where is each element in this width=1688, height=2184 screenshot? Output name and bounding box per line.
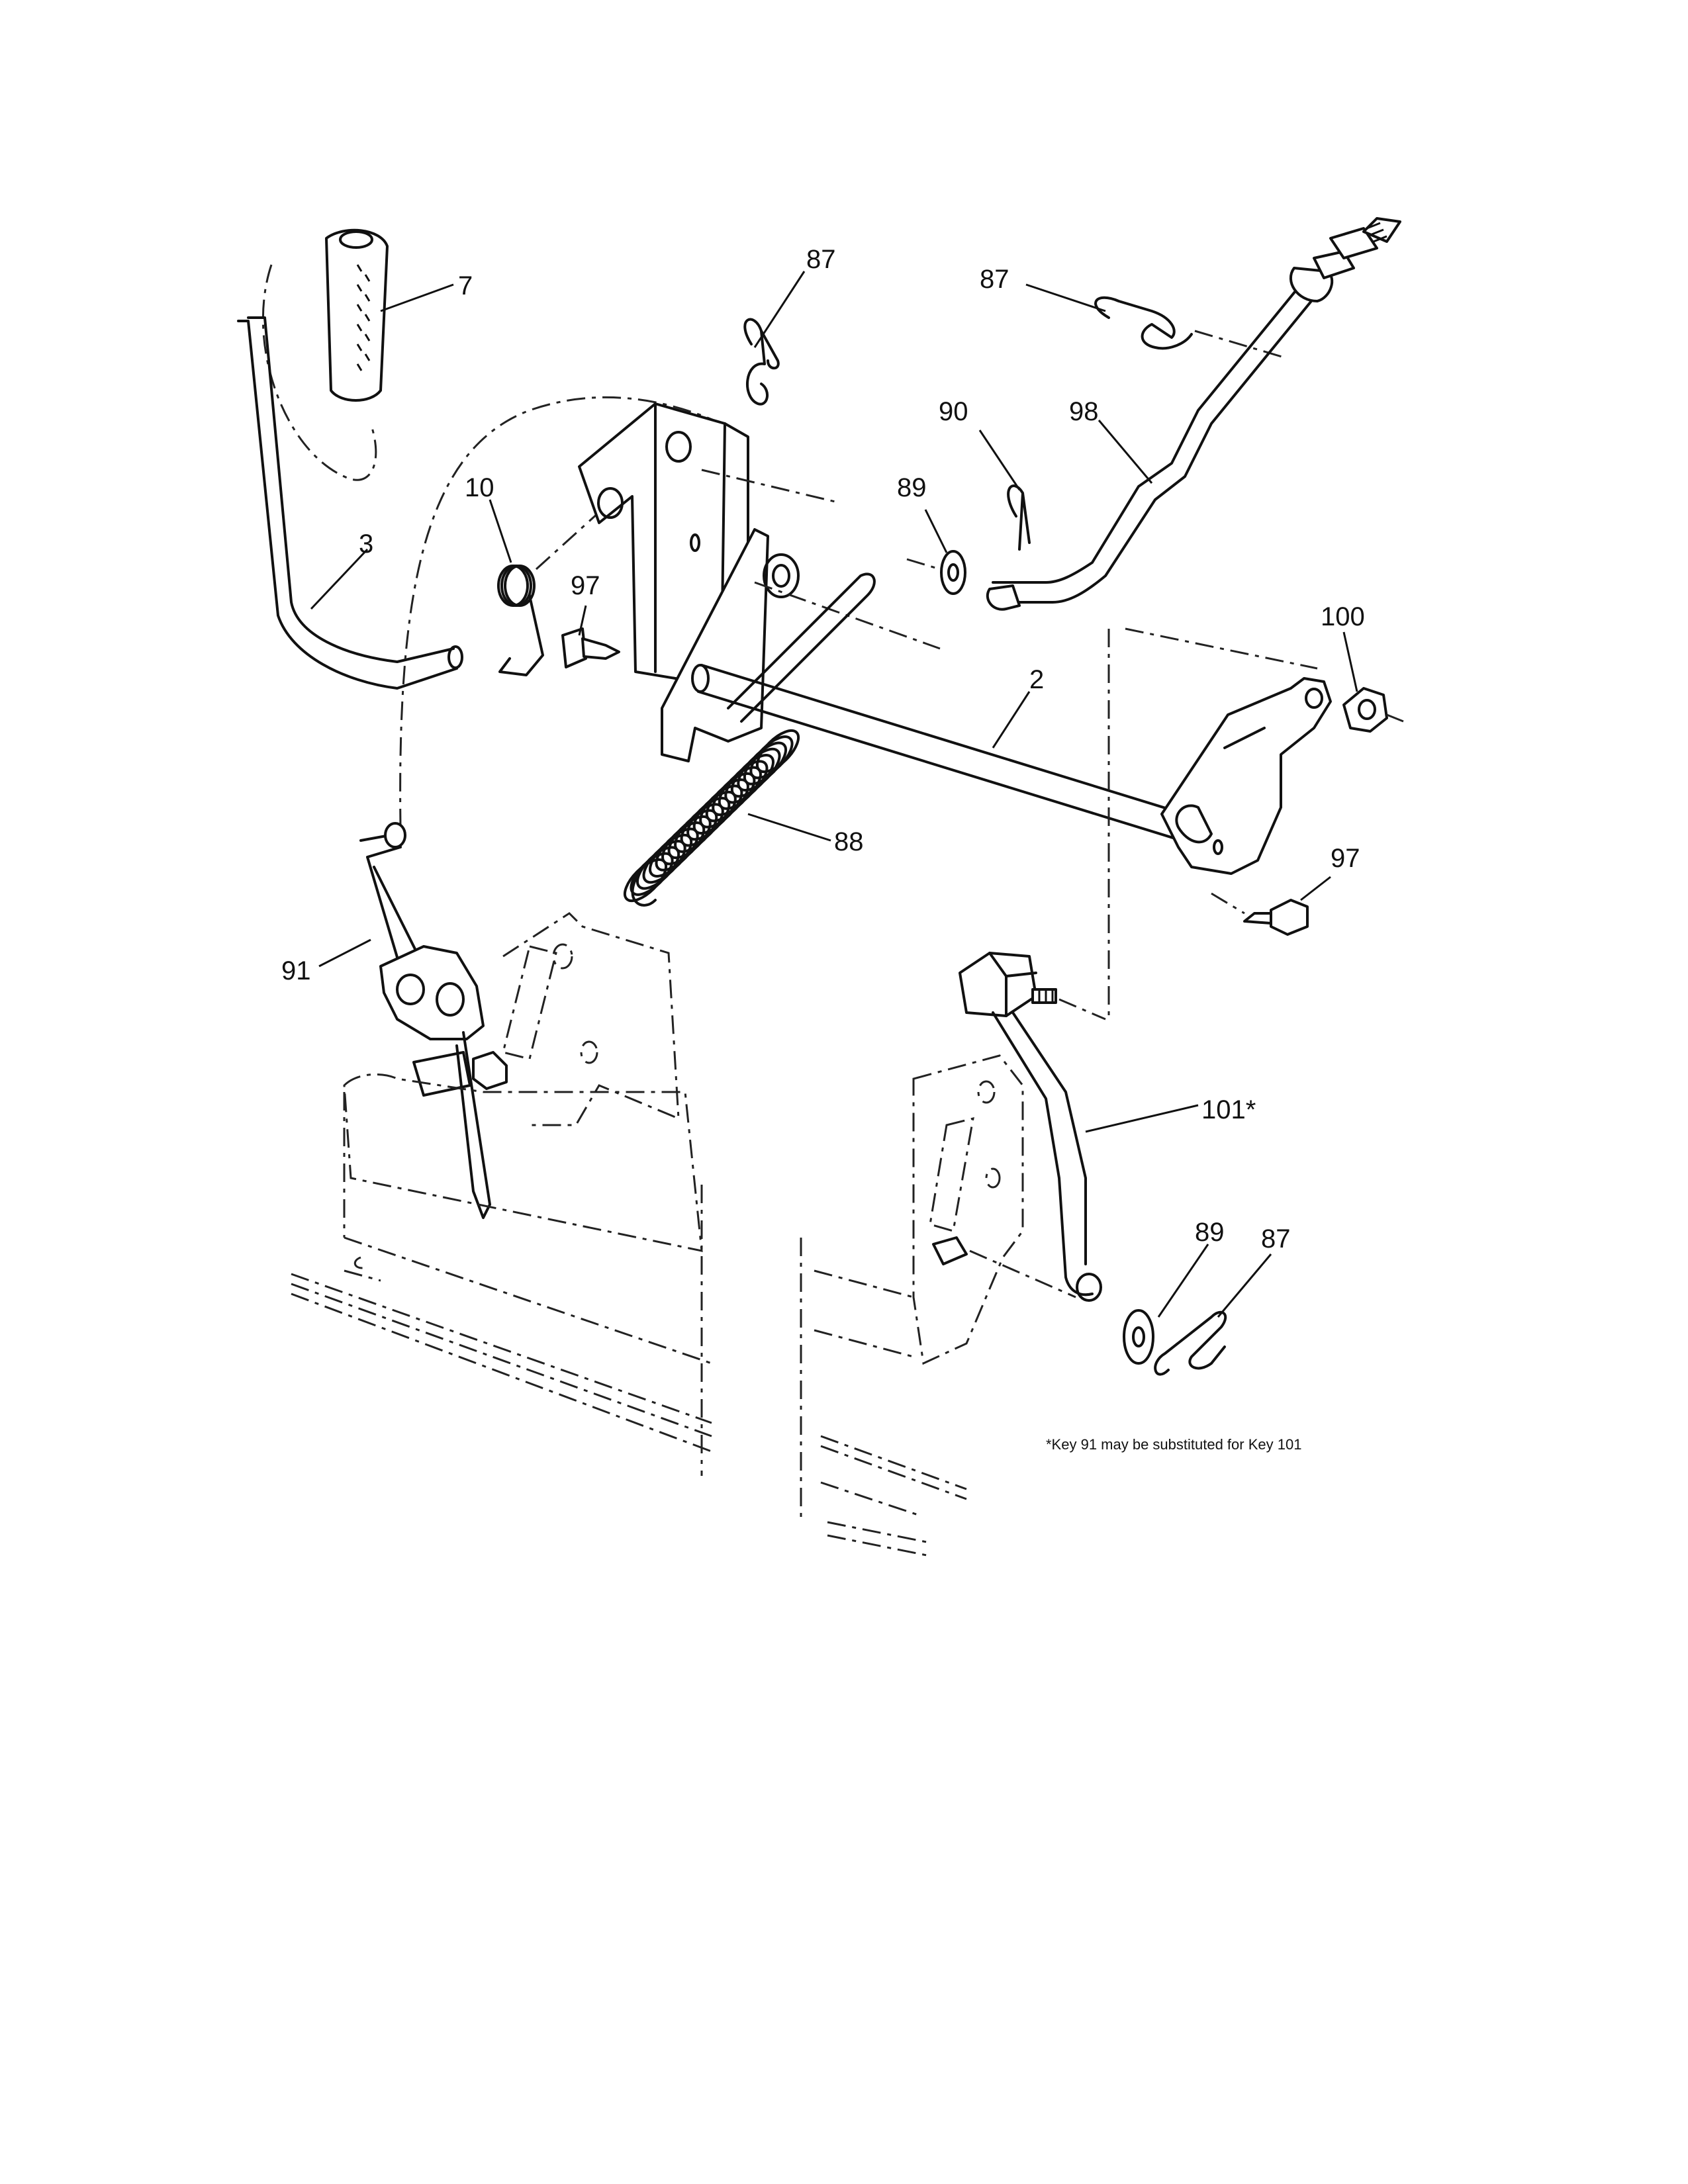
flat-washer-part	[1123, 1309, 1154, 1365]
torsion-spring-part	[497, 505, 607, 676]
flat-washer-part	[906, 550, 966, 595]
callout-87: 87	[1261, 1224, 1291, 1253]
link-rod-part	[359, 822, 508, 1219]
link-rod-part	[959, 952, 1106, 1302]
extension-spring-part	[623, 572, 876, 907]
leader-lines	[310, 271, 1358, 1318]
substitution-footnote: *Key 91 may be substituted for Key 101	[1046, 1436, 1301, 1453]
deck-plate-phantom	[800, 1054, 1076, 1557]
callout-100: 100	[1321, 602, 1365, 631]
shoulder-bolt-part	[1211, 892, 1309, 936]
lift-shaft-part	[691, 469, 1186, 842]
handle-path-phantom	[399, 396, 722, 828]
deck-plate-phantom	[291, 912, 716, 1476]
callout-10: 10	[465, 473, 494, 502]
callout-7: 7	[458, 271, 473, 300]
spring-coil	[755, 729, 800, 774]
hairpin-clip-part	[743, 318, 780, 406]
callout-87: 87	[806, 245, 836, 274]
callout-2: 2	[1029, 665, 1044, 694]
lift-handle-rod-part	[237, 316, 463, 690]
callout-97: 97	[571, 571, 600, 600]
callout-3: 3	[359, 529, 373, 559]
callout-90: 90	[939, 397, 968, 426]
callout-89: 89	[897, 473, 927, 502]
lift-arm-part	[1125, 627, 1332, 875]
callout-89: 89	[1195, 1218, 1225, 1247]
hairpin-clip-part	[1154, 1310, 1227, 1376]
retainer-clip-part	[1007, 484, 1031, 551]
pivot-bracket-part	[661, 528, 800, 762]
shoulder-bolt-part	[561, 627, 620, 668]
handle-grip-part	[261, 228, 389, 481]
callout-labels: 7 3 10 97 87 87 90 89 98 100 2 88 97 91 …	[281, 245, 1365, 1253]
callout-97: 97	[1331, 844, 1360, 873]
callout-87: 87	[980, 265, 1009, 294]
adjustment-rod-part	[986, 217, 1401, 611]
hairpin-clip-part	[1094, 296, 1285, 359]
callout-91: 91	[281, 956, 311, 985]
callout-101: 101*	[1201, 1095, 1256, 1124]
callout-88: 88	[834, 827, 864, 856]
callout-98: 98	[1069, 397, 1099, 426]
hex-nut-part	[1342, 687, 1404, 733]
